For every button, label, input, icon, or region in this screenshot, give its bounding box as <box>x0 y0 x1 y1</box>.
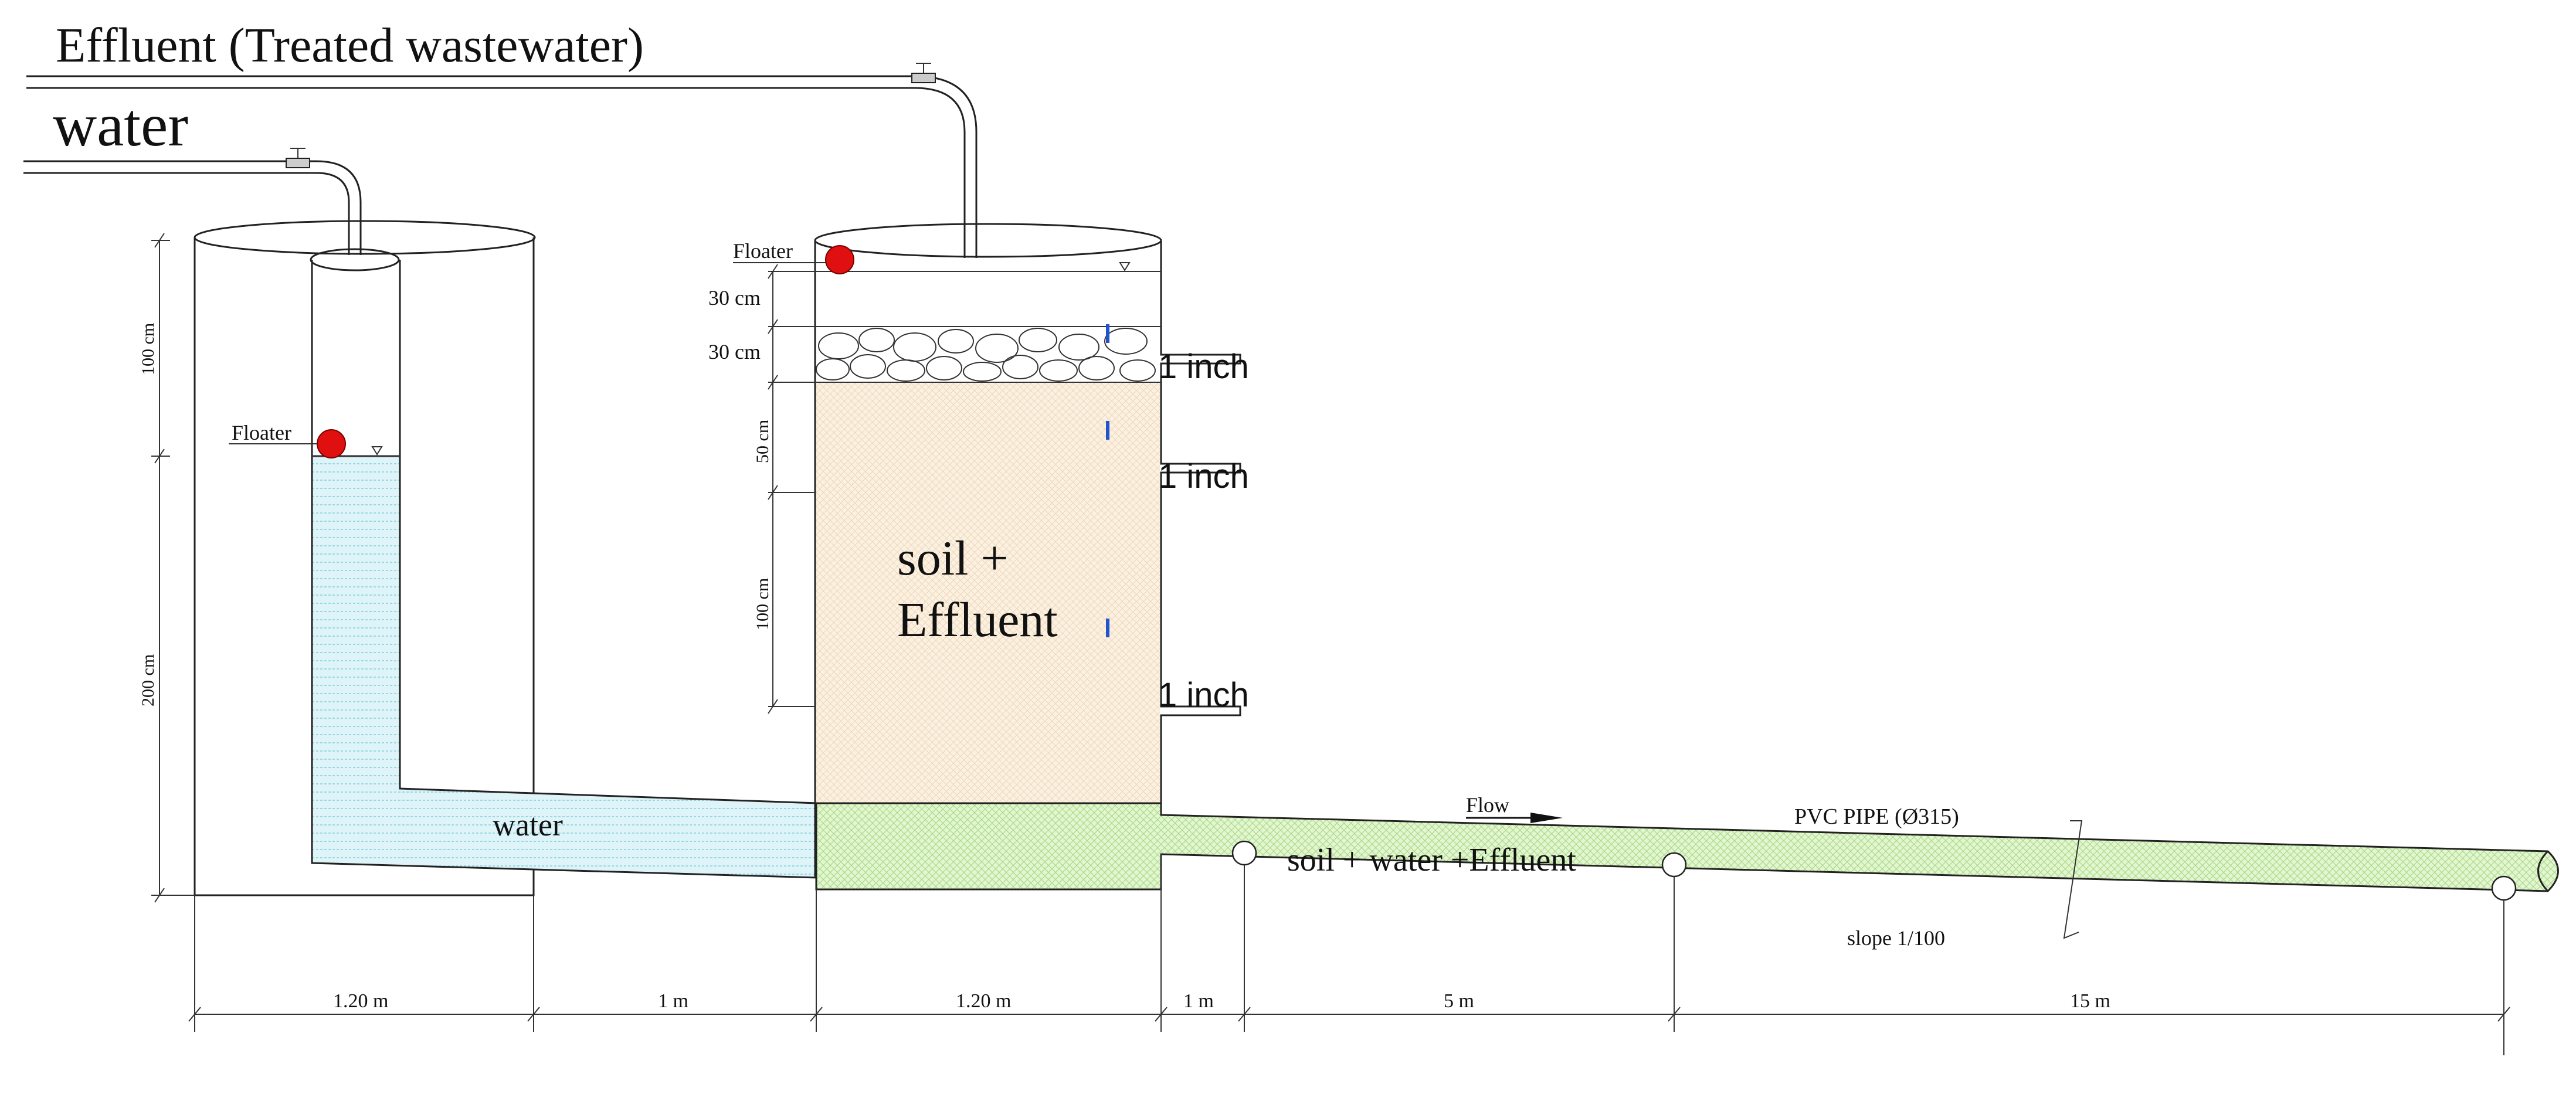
left-tank-height-dimension: 100 cm 200 cm <box>138 233 195 903</box>
flow-label: Flow <box>1466 793 1509 817</box>
right-tank-height-dimensions: 30 cm 30 cm 50 cm 100 cm <box>708 264 815 714</box>
sampling-marker-3 <box>1106 619 1109 637</box>
gravel-layer <box>815 326 1161 383</box>
slope-label: slope 1/100 <box>1847 926 1945 950</box>
dim-30cm-a: 30 cm <box>708 286 761 310</box>
dim-100cm-left: 100 cm <box>138 323 158 375</box>
dim-bottom-6: 15 m <box>2070 990 2110 1012</box>
soil-effluent-label-line1: soil + <box>897 531 1009 586</box>
dim-30cm-b: 30 cm <box>708 340 761 363</box>
right-tank <box>814 223 1241 878</box>
water-title: water <box>53 91 188 159</box>
dim-50cm: 50 cm <box>753 420 772 463</box>
observation-point-2 <box>1661 852 1687 878</box>
soil-water-effluent-label: soil + water +Effluent <box>1287 842 1576 878</box>
outlet-label-2: 1 inch <box>1158 457 1249 495</box>
dim-bottom-2: 1 m <box>658 990 688 1012</box>
water-body <box>311 455 818 879</box>
dim-200cm-left: 200 cm <box>138 654 158 706</box>
soil-effluent-zone <box>816 383 1160 803</box>
dim-bottom-1: 1.20 m <box>333 990 388 1012</box>
water-valve <box>286 158 310 168</box>
dim-bottom-3: 1.20 m <box>956 990 1011 1012</box>
outlet-label-3: 1 inch <box>1158 676 1249 714</box>
pvc-pipe-body <box>815 802 2559 892</box>
pvc-pipe-label: PVC PIPE (Ø315) <box>1794 804 1959 829</box>
water-zone-label: water <box>493 807 563 842</box>
pipe-break-mark <box>2063 820 2083 939</box>
bottom-dimensions: 1.20 m 1 m 1.20 m 1 m 5 m 15 m <box>188 854 2510 1055</box>
soil-effluent-label-line2: Effluent <box>897 593 1058 647</box>
right-floater-label: Floater <box>733 239 793 263</box>
sampling-marker-2 <box>1106 421 1109 440</box>
sampling-marker-1 <box>1106 324 1109 343</box>
left-floater-ball <box>317 429 346 458</box>
right-floater-ball <box>825 245 854 274</box>
left-floater-label: Floater <box>232 421 291 444</box>
left-tank <box>194 220 536 896</box>
water-supply-pipe <box>23 148 362 255</box>
outlet-label-1: 1 inch <box>1158 348 1249 386</box>
dim-bottom-5: 5 m <box>1444 990 1474 1012</box>
effluent-valve <box>911 73 936 83</box>
dim-bottom-4: 1 m <box>1183 990 1214 1012</box>
effluent-supply-pipe <box>26 63 978 258</box>
dim-100cm-right: 100 cm <box>753 578 772 630</box>
observation-point-1 <box>1231 840 1257 866</box>
effluent-title: Effluent (Treated wastewater) <box>56 18 644 73</box>
observation-point-3 <box>2491 875 2517 901</box>
